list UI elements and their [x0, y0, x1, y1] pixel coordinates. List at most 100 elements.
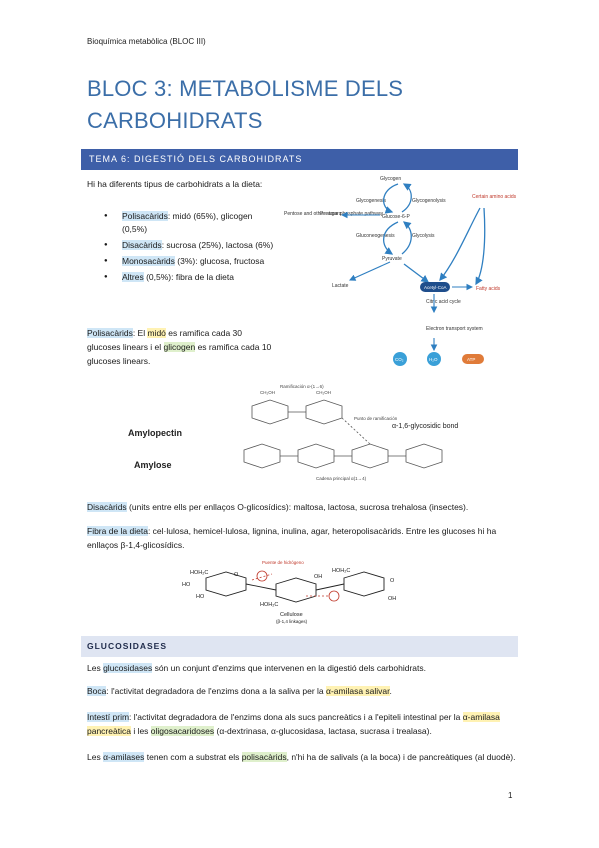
page-title: BLOC 3: METABOLISME DELS CARBOHIDRATS — [87, 73, 517, 137]
text-run: : l'activitat degradadora de l'enzims do… — [106, 686, 327, 696]
text-run: tenen com a substrat els — [144, 752, 242, 762]
label-ramificacio: Ramificación α-(1→6) — [280, 384, 324, 389]
hydrogen-bond-marker — [256, 570, 268, 582]
label-gluconeogenesis: Gluconeogenesis — [356, 233, 395, 239]
text-run: (units entre ells per enllaços O-glicosí… — [126, 502, 469, 512]
label-cadena: Cadena principal α(1→4) — [316, 476, 367, 481]
label-hoh2c: HOH₂C — [190, 570, 208, 576]
carb-types-list: Polisacàrids: midó (65%), glicogen (0,5%… — [100, 210, 276, 287]
label-pyruvate: Pyruvate — [382, 256, 402, 262]
glucose-ring — [297, 443, 335, 469]
label-o: O — [390, 578, 395, 584]
term-highlight: Disacàrids — [87, 502, 127, 512]
list-term: Altres — [122, 272, 144, 282]
glucose-ring — [243, 443, 281, 469]
label-ho: HO — [196, 594, 205, 600]
label-ch2oh: CH₂OH — [316, 390, 331, 395]
title-line-2: CARBOHIDRATS — [87, 108, 263, 133]
acetylcoa-node — [420, 282, 450, 292]
text-run: Les — [87, 663, 104, 673]
text-run: Les — [87, 752, 104, 762]
label-o: O — [234, 572, 239, 578]
term-highlight: polisacàrids — [241, 752, 287, 762]
label-co2: CO₂ — [395, 357, 404, 362]
fibra-paragraph: Fibra de la dieta: cel·lulosa, hemicel·l… — [87, 524, 517, 552]
list-text: (3%): glucosa, fructosa — [174, 256, 265, 266]
label-glucose6p: Glucose-6-P — [382, 214, 410, 220]
label-certain-aa: Certain amino acids — [472, 194, 517, 200]
label-h2o: H₂O — [429, 357, 438, 362]
section-heading-glucosidases: GLUCOSIDASES — [87, 641, 168, 651]
list-item: Polisacàrids: midó (65%), glicogen (0,5%… — [100, 210, 276, 236]
label-pentose-pathway: Pentose phosphate pathway — [320, 211, 384, 217]
amylopectin-amylose-diagram: Amylopectin Amylose CH₂OH CH₂OH Ramifica… — [128, 384, 458, 481]
text-run: són un conjunt d'enzims que intervenen e… — [152, 663, 427, 673]
label-amylose: Amylose — [134, 460, 172, 470]
label-glycogen: Glycogen — [380, 176, 401, 182]
label-cellulose-sub: (β-1,4 linkages) — [276, 619, 308, 624]
disacarids-paragraph: Disacàrids (units entre ells per enllaço… — [87, 500, 517, 514]
glucosidases-paragraph-intesti: Intestí prim: l'activitat degradadora de… — [87, 710, 517, 738]
glucose-ring — [351, 443, 389, 469]
glucose-ring — [205, 571, 247, 597]
label-ho: HO — [182, 582, 191, 588]
list-item: Disacàrids: sucrosa (25%), lactosa (6%) — [100, 239, 276, 252]
running-header: Bioquímica metabòlica (BLOC III) — [87, 37, 206, 46]
text-run: , n'hi ha de salivals (a la boca) i de p… — [286, 752, 516, 762]
text-run: i les — [130, 726, 151, 736]
text-run: : El — [132, 328, 148, 338]
text-run: : l'activitat degradadora de l'enzims do… — [129, 712, 463, 722]
co2-node — [393, 352, 407, 366]
glucose-ring — [275, 577, 317, 603]
term-highlight: oligosacaridoses — [150, 726, 215, 736]
glucose-ring — [343, 571, 385, 597]
label-glycogenesis: Glycogenesis — [356, 198, 387, 204]
term-highlight: Fibra de la dieta — [87, 526, 148, 536]
list-item: Altres (0,5%): fibra de la dieta — [100, 271, 276, 284]
list-term: Disacàrids — [122, 240, 162, 250]
glucosidases-paragraph-1: Les glucosidases són un conjunt d'enzims… — [87, 661, 517, 675]
text-run: . — [389, 686, 392, 696]
list-term: Monosacàrids — [122, 256, 175, 266]
h2o-node — [427, 352, 441, 366]
section-band-glucosidases: GLUCOSIDASES — [81, 636, 518, 657]
hydrogen-bond-marker — [328, 590, 340, 602]
label-oh: OH — [314, 574, 322, 580]
glucose-ring — [305, 399, 343, 425]
label-lactate: Lactate — [332, 283, 349, 289]
term-highlight: glucosidases — [103, 663, 153, 673]
label-hoh2c: HOH₂C — [260, 602, 278, 608]
atp-node — [462, 354, 484, 364]
text-run: es ramifica cada 10 glucoses linears. — [87, 342, 272, 366]
list-text: (0,5%): fibra de la dieta — [143, 272, 234, 282]
label-punto: Punto de ramificación — [354, 416, 398, 421]
term-highlight: α-amilasa salivar — [326, 686, 390, 696]
title-line-1: BLOC 3: METABOLISME DELS — [87, 76, 404, 101]
metabolism-diagram: Glycogen Glycogenesis Glycogenolysis Pen… — [284, 176, 517, 366]
label-cellulose: Cellulose — [280, 612, 303, 618]
list-item: Monosacàrids (3%): glucosa, fructosa — [100, 255, 276, 268]
term-highlight: glicogen — [163, 342, 196, 352]
glucosidases-paragraph-amilases: Les α-amilases tenen com a substrat els … — [87, 750, 517, 764]
cellulose-diagram: Puente de hidrógeno HOH₂C HO HO O OH HOH… — [182, 560, 396, 624]
glucose-ring — [405, 443, 443, 469]
term-highlight: Intestí prim — [87, 712, 130, 722]
label-electron: Electron transport system — [426, 326, 483, 332]
term-highlight: Polisacàrids — [87, 328, 133, 338]
list-term: Polisacàrids — [122, 211, 168, 221]
label-pentose-other: Pentose and other sugars — [284, 211, 342, 217]
glucose-ring — [251, 399, 289, 425]
glucosidases-paragraph-boca: Boca: l'activitat degradadora de l'enzim… — [87, 684, 517, 698]
label-glycolysis: Glycolysis — [412, 233, 435, 239]
text-run: : cel·lulosa, hemicel·lulosa, lignina, i… — [87, 526, 497, 550]
label-fatty-acids: Fatty acids — [476, 286, 501, 292]
list-text: : midó (65%), glicogen (0,5%) — [122, 211, 253, 234]
label-citric: Citric acid cycle — [426, 299, 461, 305]
term-highlight: α-amilases — [103, 752, 145, 762]
label-red-note: Puente de hidrógeno — [262, 560, 304, 565]
label-acetylcoa: Acetyl-CoA — [424, 285, 447, 290]
page-number: 1 — [508, 791, 513, 800]
label-ch2oh: CH₂OH — [260, 390, 275, 395]
label-oh: OH — [388, 596, 396, 602]
polisacarids-paragraph: Polisacàrids: El midó es ramifica cada 3… — [87, 326, 277, 368]
